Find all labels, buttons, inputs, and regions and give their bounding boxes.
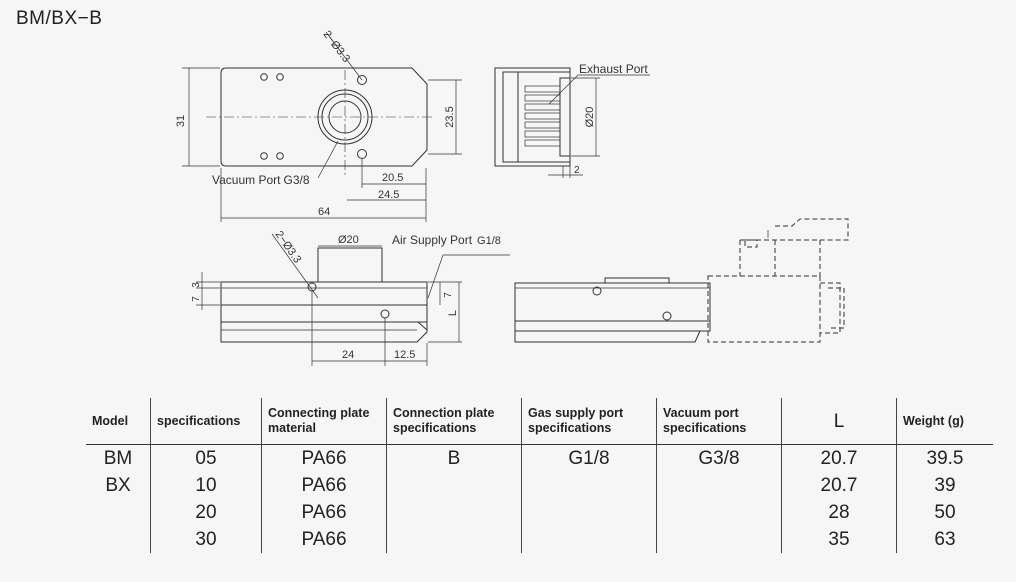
cell-gas: G1/8 bbox=[521, 444, 657, 472]
cell-plate bbox=[386, 472, 522, 499]
cell-L: 20.7 bbox=[781, 472, 897, 499]
cell-material: PA66 bbox=[261, 444, 387, 472]
dim-7-right: 7 bbox=[443, 292, 454, 298]
th-spec: specifications bbox=[150, 398, 262, 445]
cell-material: PA66 bbox=[261, 472, 387, 499]
cell-vacuum bbox=[656, 472, 782, 499]
cell-vacuum: G3/8 bbox=[656, 444, 782, 472]
dim-31: 31 bbox=[175, 115, 187, 127]
dim-dia-20-side: Ø20 bbox=[584, 107, 596, 128]
cell-spec: 05 bbox=[150, 444, 262, 472]
cell-vacuum bbox=[656, 499, 782, 526]
cell-model: BX bbox=[105, 475, 131, 496]
table-row: BX 10 PA66 20.7 39 bbox=[86, 472, 993, 499]
dim-dia-20-front: Ø20 bbox=[338, 234, 359, 246]
cell-plate: B bbox=[386, 444, 522, 472]
assembly-view bbox=[514, 218, 849, 343]
cell-weight: 50 bbox=[896, 499, 993, 526]
cell-spec: 20 bbox=[150, 499, 262, 526]
cell-gas bbox=[521, 499, 657, 526]
cell-plate bbox=[386, 499, 522, 526]
drawing-title: BM/BX−B bbox=[16, 8, 103, 29]
dim-2: 2 bbox=[574, 165, 580, 176]
cell-model: BM bbox=[103, 448, 133, 469]
cell-weight: 39.5 bbox=[896, 444, 993, 472]
cell-vacuum bbox=[656, 526, 782, 553]
cell-weight: 63 bbox=[896, 526, 993, 553]
th-model: Model bbox=[92, 413, 129, 428]
dim-L: L bbox=[447, 310, 459, 316]
cell-gas bbox=[521, 472, 657, 499]
dim-3: 3 bbox=[191, 282, 202, 288]
dim-hole-top: 2−Ø3.3 bbox=[321, 29, 352, 65]
th-weight: Weight (g) bbox=[896, 398, 993, 445]
table-row: 30 PA66 35 63 bbox=[86, 526, 993, 553]
table-row: 20 PA66 28 50 bbox=[86, 499, 993, 526]
cell-L: 20.7 bbox=[781, 444, 897, 472]
dim-20-5: 20.5 bbox=[382, 172, 403, 184]
dim-12-5: 12.5 bbox=[394, 349, 415, 361]
cell-model bbox=[86, 526, 151, 553]
cell-material: PA66 bbox=[261, 499, 387, 526]
dim-7-left: 7 bbox=[191, 296, 202, 302]
cell-gas bbox=[521, 526, 657, 553]
cell-material: PA66 bbox=[261, 526, 387, 553]
dim-24-5: 24.5 bbox=[378, 189, 399, 201]
cell-plate bbox=[386, 526, 522, 553]
cell-L: 35 bbox=[781, 526, 897, 553]
table-row: BM 05 PA66 B G1/8 G3/8 20.7 39.5 bbox=[86, 444, 993, 472]
cell-weight: 39 bbox=[896, 472, 993, 499]
label-exhaust-port: Exhaust Port bbox=[579, 62, 648, 76]
side-view: Exhaust Port Ø20 2 bbox=[494, 62, 650, 178]
dim-24: 24 bbox=[342, 349, 354, 361]
dim-23-5: 23.5 bbox=[444, 106, 456, 127]
dim-hole-front: 2−Ø3.3 bbox=[273, 229, 304, 266]
dim-64: 64 bbox=[318, 206, 330, 218]
th-L: L bbox=[781, 398, 897, 445]
cell-L: 28 bbox=[781, 499, 897, 526]
cell-model bbox=[86, 499, 151, 526]
cell-spec: 30 bbox=[150, 526, 262, 553]
cell-spec: 10 bbox=[150, 472, 262, 499]
